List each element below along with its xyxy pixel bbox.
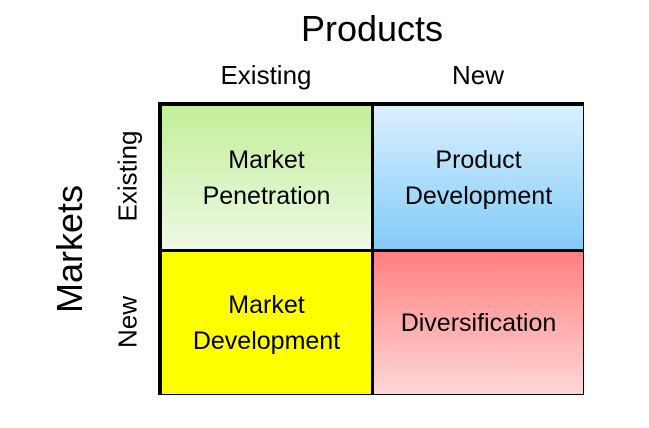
row-header-new-text: New: [112, 295, 143, 349]
column-header-new: New: [451, 60, 504, 90]
column-header-existing: Existing: [220, 60, 312, 90]
cell-line: Market: [228, 291, 305, 319]
cell-line: Development: [404, 181, 553, 210]
markets-axis-title: Markets: [48, 102, 92, 395]
cell-line: Market: [228, 145, 305, 174]
cell-line: Development: [192, 327, 341, 355]
markets-axis-title-text: Markets: [49, 184, 90, 313]
products-axis-title: Products: [300, 8, 444, 49]
row-header-new: New: [108, 249, 148, 395]
cell-line: Diversification: [400, 309, 557, 337]
cell-line: Penetration: [202, 181, 331, 210]
row-header-existing: Existing: [108, 102, 148, 249]
cell-diversification: Diversification: [374, 252, 583, 394]
row-header-existing-text: Existing: [112, 129, 143, 222]
cell-line: Product: [435, 145, 522, 174]
